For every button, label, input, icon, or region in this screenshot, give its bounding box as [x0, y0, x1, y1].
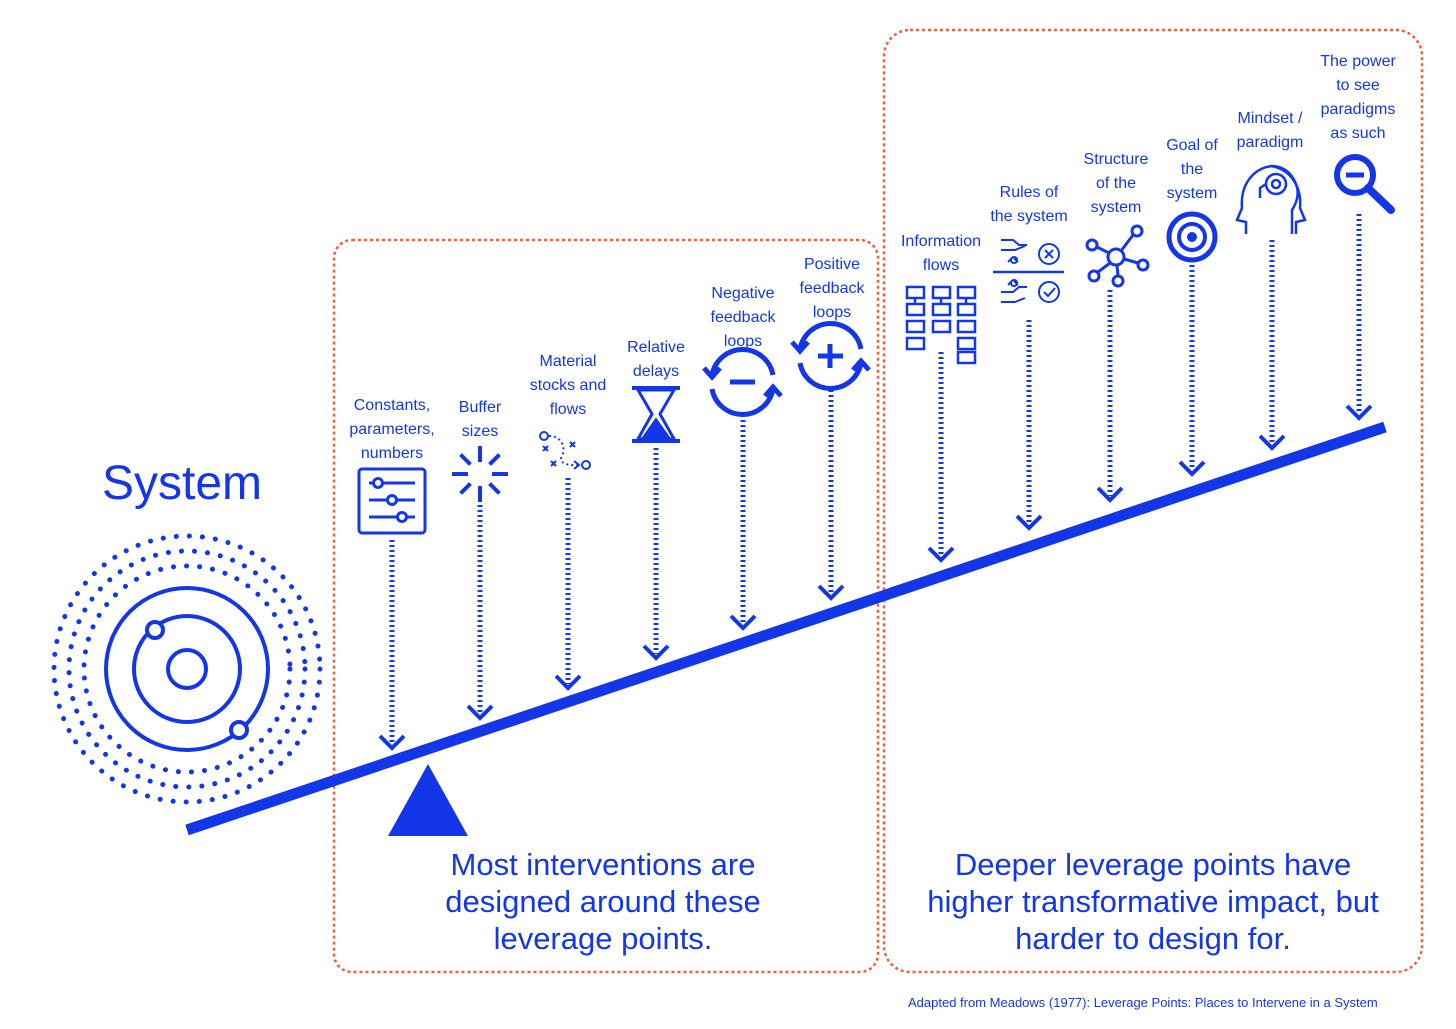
arrow-head [1178, 460, 1206, 477]
magnifier-icon [1334, 154, 1395, 214]
arrow-head [729, 614, 757, 631]
head-icon [1235, 164, 1307, 234]
fulcrum [388, 764, 468, 836]
arrow-head [817, 584, 845, 601]
leverage-label-mindset: Mindset /paradigm [1236, 110, 1304, 151]
arrow-head [1015, 514, 1043, 531]
right-panel-frame [882, 28, 1424, 974]
left-panel-frame [332, 238, 880, 974]
flow-path-icon [539, 431, 591, 470]
sliders-icon [357, 467, 427, 535]
target-icon [1166, 211, 1218, 263]
system-title: System [102, 457, 263, 510]
information-grid-icon [905, 285, 977, 365]
arrow-head [554, 674, 582, 691]
system-orbit-icon [51, 533, 323, 805]
arrow-head [642, 644, 670, 661]
arrow-group [378, 214, 1373, 751]
network-icon [1085, 224, 1150, 288]
arrow-head [466, 704, 494, 721]
lever-beam [185, 421, 1387, 836]
leverage-label-constants: Constants,parameters,numbers [349, 397, 435, 462]
arrow-head [1096, 486, 1124, 503]
arrow-head [1258, 434, 1286, 451]
arrow-head [378, 734, 406, 751]
rules-icon [993, 239, 1064, 303]
hourglass-icon [632, 386, 680, 443]
negative-loop-icon [702, 347, 783, 417]
arrow-head [1345, 404, 1373, 421]
burst-icon [452, 446, 508, 502]
arrow-head [927, 546, 955, 563]
source-caption: Adapted from Meadows (1977): Leverage Po… [908, 995, 1378, 1010]
positive-loop-icon [790, 321, 871, 391]
